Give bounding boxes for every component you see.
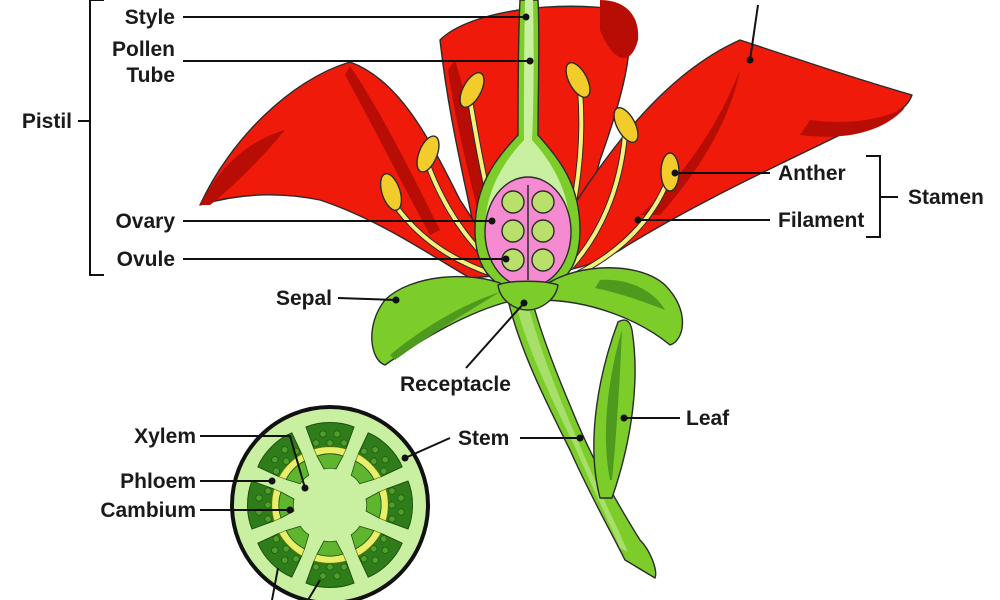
label-leaf: Leaf [686,407,730,430]
vascular-bundle [257,432,310,485]
receptacle [497,280,559,311]
sepal-left [371,275,516,366]
label-pollen-tube-line1: Pollen [112,38,175,61]
vascular-bundle [247,480,295,530]
label-anther: Anther [778,162,846,185]
label-stem: Stem [458,427,509,450]
label-pollen-tube-line2: Tube [126,64,175,87]
label-ovary: Ovary [115,210,175,233]
ovules [501,185,555,280]
stem-cross-section [230,405,430,600]
label-receptacle: Receptacle [400,373,511,396]
label-style: Style [125,6,175,29]
vascular-bundle [365,480,413,530]
petal-left [199,61,506,279]
vascular-bundle [305,540,355,588]
vascular-bundle [350,525,403,578]
leaf [593,319,636,499]
label-stamen: Stamen [908,186,984,209]
vascular-bundle [257,525,310,578]
label-phloem: Phloem [120,470,196,493]
label-ovule: Ovule [117,248,175,271]
label-xylem: Xylem [134,425,196,448]
labels: Style Pollen Tube Pistil Ovary Ovule Sep… [22,6,984,522]
label-pistil: Pistil [22,110,72,133]
vascular-bundle [350,432,403,485]
anthers [379,62,680,211]
leader-lines [78,0,898,600]
label-sepal: Sepal [276,287,332,310]
label-filament: Filament [778,209,864,232]
label-cambium: Cambium [100,499,196,522]
vascular-bundle [305,422,355,470]
petal-back-right [544,39,913,273]
sepal-right [539,267,684,346]
